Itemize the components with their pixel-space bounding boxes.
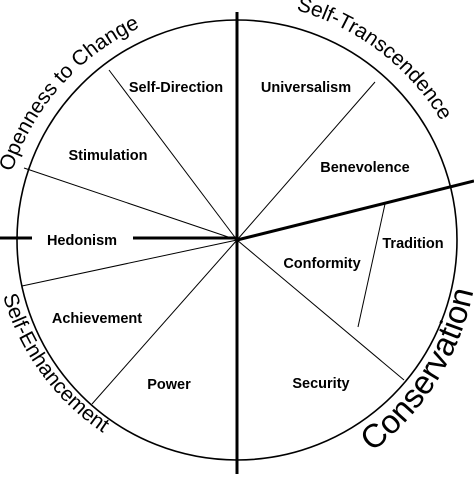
transcendence-conservation-axis <box>236 179 474 242</box>
label-tradition: Tradition <box>382 236 443 252</box>
dimension-conservation: Conservation <box>353 284 474 458</box>
dimension-conservation-text: Conservation <box>353 284 474 458</box>
divider-hedonism-achievement <box>21 239 238 287</box>
label-power: Power <box>147 377 191 393</box>
label-stimulation: Stimulation <box>69 148 148 164</box>
label-benevolence: Benevolence <box>320 160 409 176</box>
divider-achievement-power <box>91 239 238 405</box>
sector-dividers <box>21 69 405 405</box>
dimension-self-transcendence: Self-Transcendence <box>294 0 456 124</box>
label-hedonism: Hedonism <box>47 233 117 249</box>
label-self-direction: Self-Direction <box>129 80 223 96</box>
divider-selfdirection-stimulation <box>108 69 238 241</box>
divider-conformity-tradition <box>357 203 386 328</box>
divider-universalism-benevolence <box>236 81 376 241</box>
label-security: Security <box>292 376 349 392</box>
divider-conformity-security <box>236 239 405 381</box>
label-conformity: Conformity <box>283 256 360 272</box>
label-universalism: Universalism <box>261 80 351 96</box>
dimension-axes <box>0 12 474 474</box>
divider-stimulation-hedonism <box>23 167 238 241</box>
label-achievement: Achievement <box>52 311 142 327</box>
dimension-self-transcendence-text: Self-Transcendence <box>294 0 456 124</box>
